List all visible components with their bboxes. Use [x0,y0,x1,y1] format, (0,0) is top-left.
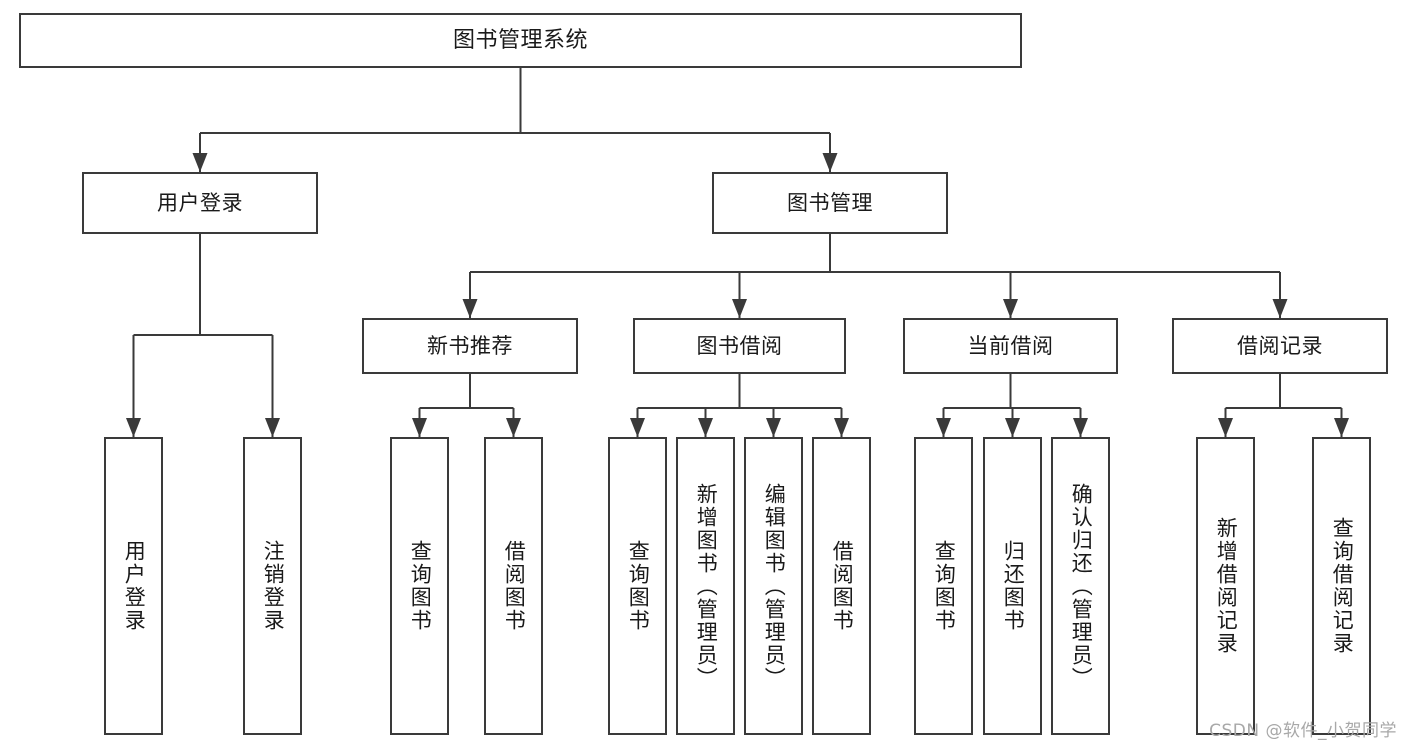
arrowhead-icon [412,418,427,437]
node-leaf-rec-1[interactable]: 新增借阅记录 [1196,437,1255,735]
node-leaf-bor-4[interactable]: 借阅图书 [812,437,871,735]
arrowhead-icon [630,418,645,437]
node-current[interactable]: 当前借阅 [903,318,1118,374]
arrowhead-icon [1005,418,1020,437]
arrowhead-icon [936,418,951,437]
arrowhead-icon [265,418,280,437]
node-newbook[interactable]: 新书推荐 [362,318,578,374]
node-label: 查询图书 [932,540,957,632]
node-label: 查询图书 [626,540,651,632]
node-leaf-cur-2[interactable]: 归还图书 [983,437,1042,735]
node-label: 图书管理系统 [452,27,588,53]
node-label: 借阅图书 [830,540,855,632]
node-label: 新增借阅记录 [1214,517,1239,655]
node-label: 借阅记录 [1237,333,1323,358]
arrowhead-icon [732,299,747,318]
node-label: 新增图书（管理员） [694,482,719,690]
arrowhead-icon [834,418,849,437]
node-root[interactable]: 图书管理系统 [19,13,1022,68]
node-label: 图书借阅 [696,333,783,358]
node-login[interactable]: 用户登录 [82,172,318,234]
node-leaf-rec-2[interactable]: 查询借阅记录 [1312,437,1371,735]
arrowhead-icon [698,418,713,437]
arrowhead-icon [1272,299,1288,318]
node-borrow[interactable]: 图书借阅 [633,318,846,374]
node-label: 注销登录 [261,540,286,632]
arrowhead-icon [822,153,838,172]
arrowhead-icon [506,418,521,437]
node-leaf-new-2[interactable]: 借阅图书 [484,437,543,735]
arrowhead-icon [192,153,208,172]
node-label: 借阅图书 [502,540,527,632]
node-label: 查询图书 [408,540,433,632]
node-label: 用户登录 [122,540,147,632]
node-leaf-login-2[interactable]: 注销登录 [243,437,302,735]
arrowhead-icon [766,418,781,437]
node-leaf-cur-3[interactable]: 确认归还（管理员） [1051,437,1110,735]
node-label: 确认归还（管理员） [1069,482,1094,690]
node-leaf-bor-1[interactable]: 查询图书 [608,437,667,735]
arrowhead-icon [1218,418,1233,437]
node-label: 当前借阅 [967,333,1054,358]
node-label: 归还图书 [1001,540,1026,632]
arrowhead-icon [1003,299,1018,318]
node-label: 编辑图书（管理员） [762,482,787,690]
arrowhead-icon [1073,418,1088,437]
node-label: 图书管理 [787,190,873,215]
node-leaf-bor-2[interactable]: 新增图书（管理员） [676,437,735,735]
arrowhead-icon [126,418,141,437]
node-leaf-bor-3[interactable]: 编辑图书（管理员） [744,437,803,735]
arrowhead-icon [1334,418,1349,437]
node-label: 查询借阅记录 [1330,517,1355,655]
node-leaf-new-1[interactable]: 查询图书 [390,437,449,735]
node-bookmgmt[interactable]: 图书管理 [712,172,948,234]
node-leaf-login-1[interactable]: 用户登录 [104,437,163,735]
node-label: 用户登录 [157,190,243,215]
node-label: 新书推荐 [427,333,513,358]
arrowhead-icon [462,299,478,318]
watermark-label: CSDN @软件_小贺同学 [1209,721,1397,741]
node-leaf-cur-1[interactable]: 查询图书 [914,437,973,735]
node-records[interactable]: 借阅记录 [1172,318,1388,374]
